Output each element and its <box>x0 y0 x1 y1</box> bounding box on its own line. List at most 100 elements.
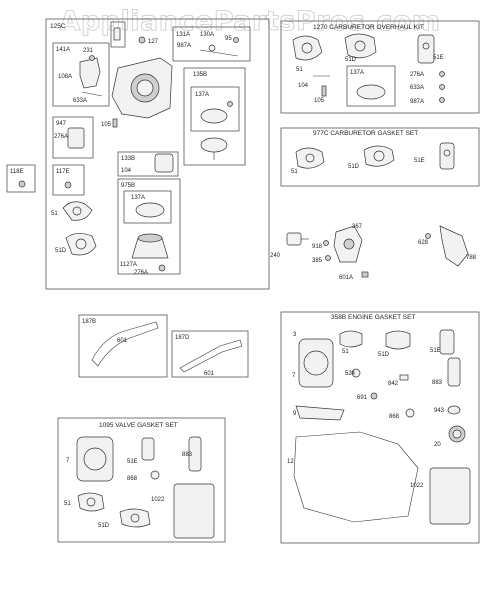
box-137a-kit <box>346 65 396 107</box>
gasket-1095-883-part <box>188 436 202 472</box>
carb-venturi-part <box>136 79 154 97</box>
spacer-601a-part <box>361 271 369 278</box>
label-kit-105: 105 <box>314 98 325 104</box>
box-131a <box>172 26 251 62</box>
seal-691-part <box>370 392 378 400</box>
label-977c-51e: 51E <box>414 158 425 164</box>
label-117e: 117E <box>56 169 70 175</box>
label-628: 628 <box>418 240 429 246</box>
screw-628-part <box>425 233 431 239</box>
group-187: 187B 601 187D 601 <box>78 314 249 378</box>
label-118e: 118E <box>10 169 24 175</box>
washer-kit-987a-part <box>439 97 445 103</box>
box-947 <box>52 116 94 159</box>
box-187d <box>171 330 249 378</box>
label-1095-1022: 1022 <box>151 497 165 503</box>
label-358b-9: 9 <box>293 411 297 417</box>
box-118e <box>6 164 36 193</box>
label-947: 947 <box>56 121 67 127</box>
washer-kit-276a-part <box>439 71 445 77</box>
label-108a: 108A <box>58 74 72 80</box>
label-358b-20: 20 <box>434 442 441 448</box>
gasket-358b-51d-part <box>385 330 411 350</box>
box-137a-top <box>190 86 240 132</box>
throttle-shaft-part <box>79 57 101 89</box>
label-133b: 133B <box>121 156 135 162</box>
label-1095-51e: 51E <box>127 459 138 465</box>
label-141a: 141A <box>56 47 70 53</box>
watermark-text: AppliancePartsPros.com <box>59 6 440 37</box>
label-1095-51d: 51D <box>98 523 110 529</box>
gasket-1095-51d-hole <box>130 513 140 523</box>
screw-918-part <box>323 240 329 246</box>
label-137a-top: 137A <box>195 92 209 98</box>
label-358b-51: 51 <box>342 349 349 355</box>
label-127: 127 <box>148 39 159 45</box>
link-187d-part <box>179 339 243 373</box>
label-kit-51e: 51E <box>433 55 444 61</box>
label-137a-kit: 137A <box>350 70 364 76</box>
gasket-977c-51-hole <box>305 153 315 163</box>
label-kit-276a: 276A <box>410 72 424 78</box>
screw-117e-part <box>64 181 72 189</box>
screw-118e-part <box>18 180 26 188</box>
label-105: 105 <box>101 122 112 128</box>
box-975b <box>117 178 181 275</box>
gasket-358b-51-part <box>339 330 363 348</box>
label-231: 231 <box>83 48 94 54</box>
gasket-9-part <box>295 405 345 421</box>
label-51-left: 51 <box>51 211 58 217</box>
gasket-51-hole <box>72 206 82 216</box>
label-130a: 130A <box>200 32 214 38</box>
label-187b: 187B <box>82 319 96 325</box>
screw-385-part <box>325 255 331 261</box>
label-358b-3: 3 <box>293 332 297 338</box>
head-gasket-bore <box>303 350 329 376</box>
label-358b-883: 883 <box>432 380 443 386</box>
needle-133b-part <box>154 153 174 173</box>
group-1270: 1270 CARBURETOR OVERHAUL KIT 51 51D 51E … <box>280 20 480 114</box>
label-kit-633a: 633A <box>410 85 424 91</box>
label-358b-7: 7 <box>292 373 296 379</box>
shaft-633a-part <box>81 91 103 97</box>
box-141a <box>52 42 110 107</box>
jet-part <box>113 27 121 41</box>
link-187b-part <box>91 321 159 367</box>
gasket-358b-51e-part <box>439 329 455 355</box>
label-1095-7: 7 <box>66 458 70 464</box>
label-kit-51d: 51D <box>345 57 357 63</box>
label-95: 95 <box>225 36 232 42</box>
seal-20-hole <box>452 429 462 439</box>
label-135b: 135B <box>193 72 207 78</box>
label-601-d: 601 <box>204 371 215 377</box>
gasket-1095-51e-part <box>141 437 155 461</box>
box-125c <box>45 18 270 290</box>
box-1270 <box>280 20 480 114</box>
group-loose-parts: 240 367 918 385 601A 628 788 <box>270 224 477 281</box>
pump-367-port <box>343 238 355 250</box>
label-358b-842: 842 <box>388 381 399 387</box>
label-633a: 633A <box>73 98 87 104</box>
gasket-883-part <box>447 357 461 387</box>
group-125c: 125C 141A 231 108A 633A 127 131A 987A 13… <box>45 18 270 290</box>
label-276a-2: 276A <box>134 270 148 276</box>
plug-127-part <box>138 36 146 44</box>
spring-95-part <box>233 37 239 43</box>
box-117e <box>52 164 85 196</box>
label-977c-51: 51 <box>291 169 298 175</box>
gasket-977c-51e-hole <box>443 149 451 157</box>
label-358b-943: 943 <box>434 408 445 414</box>
box-135b <box>183 67 246 166</box>
plug-1095-868-part <box>150 470 160 480</box>
label-987a: 987A <box>177 43 191 49</box>
bracket-788-part <box>439 225 469 267</box>
label-358b-524: 524 <box>345 371 356 377</box>
gasket-1095-1022-part <box>173 483 215 539</box>
label-240: 240 <box>270 253 281 259</box>
float-bowl-part <box>200 137 228 153</box>
group-358b: 358B ENGINE GASKET SET 3 7 51 51D 51E 52… <box>280 311 480 544</box>
bowl-rim-part <box>137 233 163 243</box>
title-1095: 1095 VALVE GASKET SET <box>99 422 178 429</box>
oring-943-part <box>447 405 461 415</box>
choke-plate-part <box>208 44 216 52</box>
